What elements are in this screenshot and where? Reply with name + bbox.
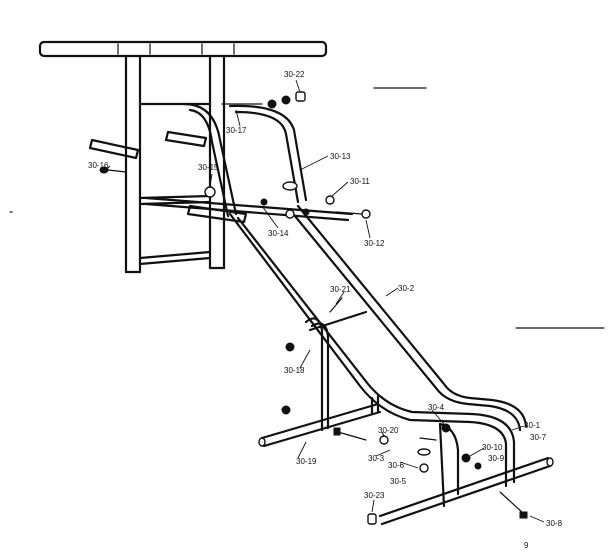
nut-icon xyxy=(461,453,471,463)
part-label-30-16: 30-16 xyxy=(88,161,109,170)
nut-icon xyxy=(281,405,291,415)
part-label-30-21: 30-21 xyxy=(330,285,351,294)
part-label-30-18: 30-18 xyxy=(284,366,305,375)
spacer-icon xyxy=(285,209,295,219)
handrails xyxy=(182,102,308,218)
part-label-30-20: 30-20 xyxy=(378,426,399,435)
part-label-30-7: 30-7 xyxy=(530,433,547,442)
part-label-30-11: 30-11 xyxy=(350,177,370,186)
part-label-30-12: 30-12 xyxy=(364,239,385,248)
top-beam xyxy=(38,40,328,58)
spacer-icon xyxy=(325,195,335,205)
nut-icon xyxy=(281,95,291,105)
part-label-30-19: 30-19 xyxy=(296,457,317,466)
part-label-30-13: 30-13 xyxy=(330,152,351,161)
part-label-30-2: 30-2 xyxy=(398,284,415,293)
nut-icon xyxy=(267,99,277,109)
nut-icon xyxy=(302,208,310,216)
hardware xyxy=(99,91,528,525)
part-label-30-17: 30-17 xyxy=(226,126,247,135)
part-label-30-9: 30-9 xyxy=(488,454,505,463)
nut-icon xyxy=(260,198,268,206)
part-label-30-22: 30-22 xyxy=(284,70,305,79)
part-label-30-1: 30-1 xyxy=(524,421,541,430)
washer-icon xyxy=(417,448,431,456)
cap-icon xyxy=(295,91,306,102)
part-label-30-5: 30-5 xyxy=(390,477,407,486)
slide-rails xyxy=(228,204,528,496)
side-stubs xyxy=(88,130,208,160)
part-label-30-23: 30-23 xyxy=(364,491,385,500)
part-labels: 30-22 30-17 30-13 30-11 30-16 30-15 30-1… xyxy=(88,70,563,550)
part-label-30-10: 30-10 xyxy=(482,443,503,452)
nut-icon xyxy=(519,511,528,519)
part-label-30-3: 30-3 xyxy=(368,454,385,463)
part-label-30-6: 30-6 xyxy=(388,461,405,470)
cap-icon xyxy=(367,513,377,525)
bolt-head-icon xyxy=(361,209,371,219)
support-leg xyxy=(304,310,380,432)
part-label-30-4: 30-4 xyxy=(428,403,445,412)
leader-lines xyxy=(9,79,605,523)
page-mark: 9 xyxy=(524,541,529,550)
spacer-icon xyxy=(204,186,216,198)
slide-top-crossbar xyxy=(144,196,354,224)
nut-icon xyxy=(474,462,482,470)
spacer-icon xyxy=(379,435,389,445)
part-label-30-14: 30-14 xyxy=(268,229,289,238)
part-label-30-15: 30-15 xyxy=(198,163,219,172)
bolt-head-icon xyxy=(333,427,341,436)
cap-icon xyxy=(282,181,298,191)
nut-icon xyxy=(285,342,295,352)
washer-icon xyxy=(419,463,429,473)
part-label-30-8: 30-8 xyxy=(546,519,563,528)
nut-icon xyxy=(441,423,451,433)
bolt-head-icon xyxy=(99,166,109,174)
